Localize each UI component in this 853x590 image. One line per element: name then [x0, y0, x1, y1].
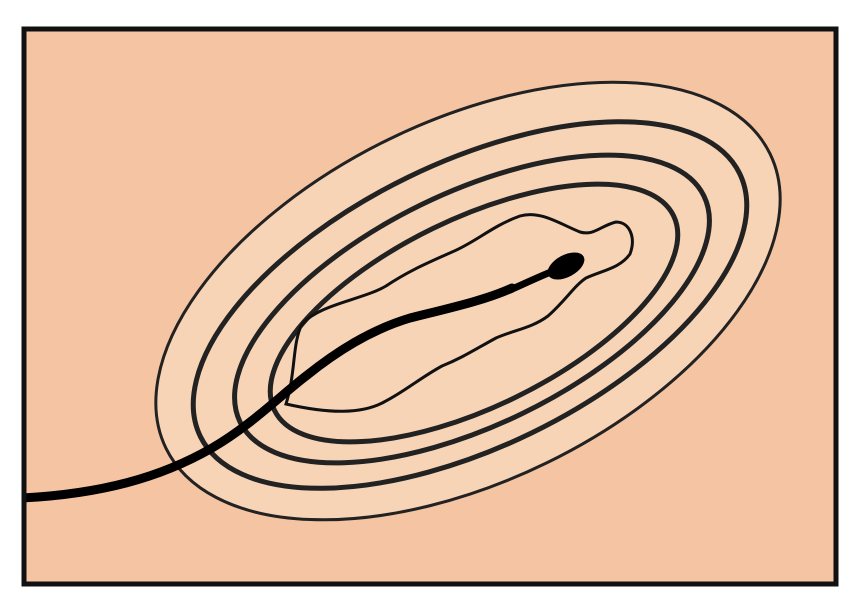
contour-diagram — [0, 0, 853, 590]
diagram-canvas — [0, 0, 853, 590]
